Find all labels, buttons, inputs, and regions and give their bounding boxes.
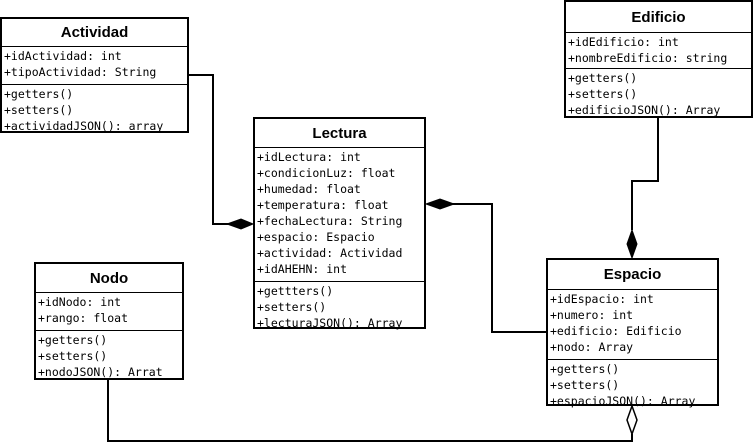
method-list: +gettters() +setters() +lecturaJSON(): A… <box>255 282 424 331</box>
attribute: +humedad: float <box>257 182 361 196</box>
method: +actividadJSON(): array <box>4 119 164 133</box>
edificio-espacio-link <box>631 118 659 230</box>
attribute: +idActividad: int <box>4 49 122 63</box>
method: +gettters() <box>257 284 334 298</box>
method: +lecturaJSON(): Array <box>257 316 403 330</box>
class-name: Edificio <box>566 2 751 33</box>
attribute: +fechaLectura: String <box>257 214 403 228</box>
method: +getters() <box>550 362 620 376</box>
attribute: +rango: float <box>38 311 129 325</box>
method-list: +getters() +setters() +espacioJSON(): Ar… <box>548 360 717 409</box>
edificio-espacio-composition-diamond <box>626 228 638 260</box>
attribute: +nodo: Array <box>550 340 634 354</box>
attribute-list: +idLectura: int +condicionLuz: float +hu… <box>255 148 424 282</box>
method: +setters() <box>38 349 108 363</box>
method: +setters() <box>568 87 638 101</box>
attribute: +espacio: Espacio <box>257 230 375 244</box>
class-box-espacio[interactable]: Espacio +idEspacio: int +numero: int +ed… <box>546 258 719 409</box>
method: +getters() <box>38 333 108 347</box>
espacio-lectura-link <box>452 203 546 333</box>
class-name: Nodo <box>36 264 182 293</box>
actividad-lectura-link <box>189 74 230 225</box>
attribute-list: +idNodo: int +rango: float <box>36 293 182 331</box>
class-box-nodo[interactable]: Nodo +idNodo: int +rango: float +getters… <box>34 262 184 380</box>
attribute-list: +idEdificio: int +nombreEdificio: string <box>566 33 751 69</box>
method-list: +getters() +setters() +edificioJSON(): A… <box>566 69 751 118</box>
nodo-espacio-link <box>107 380 633 442</box>
attribute: +idLectura: int <box>257 150 361 164</box>
attribute: +temperatura: float <box>257 198 389 212</box>
method: +getters() <box>568 71 638 85</box>
class-box-lectura[interactable]: Lectura +idLectura: int +condicionLuz: f… <box>253 117 426 331</box>
attribute: +idEdificio: int <box>568 35 679 49</box>
method: +setters() <box>550 378 620 392</box>
espacio-lectura-composition-diamond <box>424 198 456 210</box>
class-box-actividad[interactable]: Actividad +idActividad: int +tipoActivid… <box>0 17 189 133</box>
attribute-list: +idEspacio: int +numero: int +edificio: … <box>548 290 717 360</box>
attribute: +edificio: Edificio <box>550 324 682 338</box>
method: +espacioJSON(): Array <box>550 394 696 408</box>
attribute: +idEspacio: int <box>550 292 654 306</box>
method: +setters() <box>257 300 327 314</box>
attribute: +condicionLuz: float <box>257 166 396 180</box>
method: +setters() <box>4 103 74 117</box>
attribute: +numero: int <box>550 308 634 322</box>
class-name: Espacio <box>548 260 717 290</box>
actividad-lectura-composition-diamond <box>225 218 255 230</box>
class-name: Actividad <box>2 19 187 47</box>
attribute: +actividad: Actividad <box>257 246 403 260</box>
attribute: +idNodo: int <box>38 295 122 309</box>
method: +nodoJSON(): Arrat <box>38 365 163 379</box>
class-name: Lectura <box>255 119 424 148</box>
attribute-list: +idActividad: int +tipoActividad: String <box>2 47 187 85</box>
method-list: +getters() +setters() +nodoJSON(): Arrat <box>36 331 182 380</box>
nodo-espacio-aggregation-diamond <box>626 403 638 437</box>
attribute: +nombreEdificio: string <box>568 51 728 65</box>
attribute: +tipoActividad: String <box>4 65 157 79</box>
method-list: +getters() +setters() +actividadJSON(): … <box>2 85 187 134</box>
method: +edificioJSON(): Array <box>568 103 721 117</box>
class-box-edificio[interactable]: Edificio +idEdificio: int +nombreEdifici… <box>564 0 753 118</box>
attribute: +idAHEHN: int <box>257 262 348 276</box>
method: +getters() <box>4 87 74 101</box>
